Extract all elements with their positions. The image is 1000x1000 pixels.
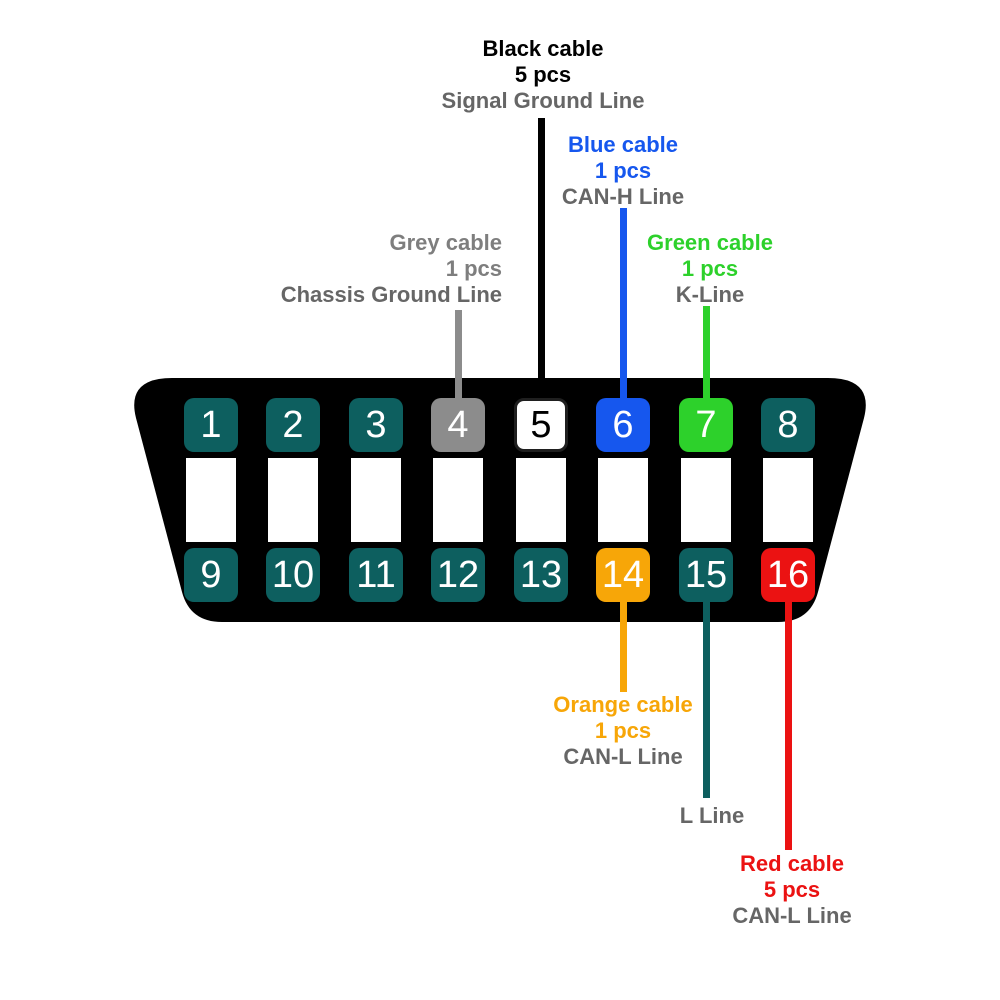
- callout-l-line: L Line: [562, 803, 862, 829]
- callout-red-cable-count: 5 pcs: [763, 877, 821, 902]
- pin-slot-1: [186, 458, 236, 542]
- callout-blue-cable-name: Blue cable: [567, 132, 679, 157]
- callout-blue-cable: Blue cable 1 pcs CAN-H Line: [473, 132, 773, 210]
- pin-6: 6: [596, 398, 650, 452]
- pin-slot-4: [433, 458, 483, 542]
- callout-red-cable-function: CAN-L Line: [732, 903, 852, 928]
- callout-grey-cable-name: Grey cable: [389, 230, 502, 255]
- callout-black-cable: Black cable 5 pcs Signal Ground Line: [393, 36, 693, 114]
- pin-11: 11: [349, 548, 403, 602]
- callout-black-cable-count: 5 pcs: [514, 62, 572, 87]
- callout-black-cable-function: Signal Ground Line: [441, 88, 645, 113]
- pin-16: 16: [761, 548, 815, 602]
- callout-black-cable-name: Black cable: [482, 36, 604, 61]
- leader-green-cable: [703, 306, 710, 399]
- pin-5: 5: [514, 398, 568, 452]
- connector-body-shape: [134, 378, 866, 622]
- pin-9: 9: [184, 548, 238, 602]
- callout-orange-cable: Orange cable 1 pcs CAN-L Line: [473, 692, 773, 770]
- pin-14: 14: [596, 548, 650, 602]
- leader-orange-cable: [620, 600, 627, 692]
- leader-red-cable: [785, 600, 792, 850]
- leader-l-line: [703, 600, 710, 798]
- callout-green-cable: Green cable 1 pcs K-Line: [560, 230, 860, 308]
- pin-2: 2: [266, 398, 320, 452]
- callout-grey-cable-count: 1 pcs: [445, 256, 502, 281]
- pin-12: 12: [431, 548, 485, 602]
- callout-orange-cable-name: Orange cable: [553, 692, 693, 717]
- callout-green-cable-function: K-Line: [675, 282, 745, 307]
- leader-blue-cable: [620, 208, 627, 399]
- pin-4: 4: [431, 398, 485, 452]
- pin-3: 3: [349, 398, 403, 452]
- callout-grey-cable-function: Chassis Ground Line: [280, 282, 502, 307]
- leader-black-cable: [538, 118, 545, 399]
- pin-10: 10: [266, 548, 320, 602]
- pin-slot-6: [598, 458, 648, 542]
- callout-red-cable-name: Red cable: [740, 851, 844, 876]
- pin-slot-5: [516, 458, 566, 542]
- pin-slot-8: [763, 458, 813, 542]
- callout-l-line-function: L Line: [679, 803, 745, 828]
- callout-grey-cable: Grey cable 1 pcs Chassis Ground Line: [202, 230, 502, 308]
- pin-15: 15: [679, 548, 733, 602]
- callout-blue-cable-count: 1 pcs: [594, 158, 652, 183]
- pin-slot-3: [351, 458, 401, 542]
- callout-blue-cable-function: CAN-H Line: [561, 184, 685, 209]
- pin-1: 1: [184, 398, 238, 452]
- pin-7: 7: [679, 398, 733, 452]
- callout-green-cable-name: Green cable: [647, 230, 773, 255]
- leader-grey-cable: [455, 310, 462, 399]
- pin-13: 13: [514, 548, 568, 602]
- callout-orange-cable-count: 1 pcs: [594, 718, 652, 743]
- pin-slot-7: [681, 458, 731, 542]
- pin-8: 8: [761, 398, 815, 452]
- pin-slot-2: [268, 458, 318, 542]
- callout-green-cable-count: 1 pcs: [681, 256, 739, 281]
- callout-red-cable: Red cable 5 pcs CAN-L Line: [642, 851, 942, 929]
- callout-orange-cable-function: CAN-L Line: [563, 744, 683, 769]
